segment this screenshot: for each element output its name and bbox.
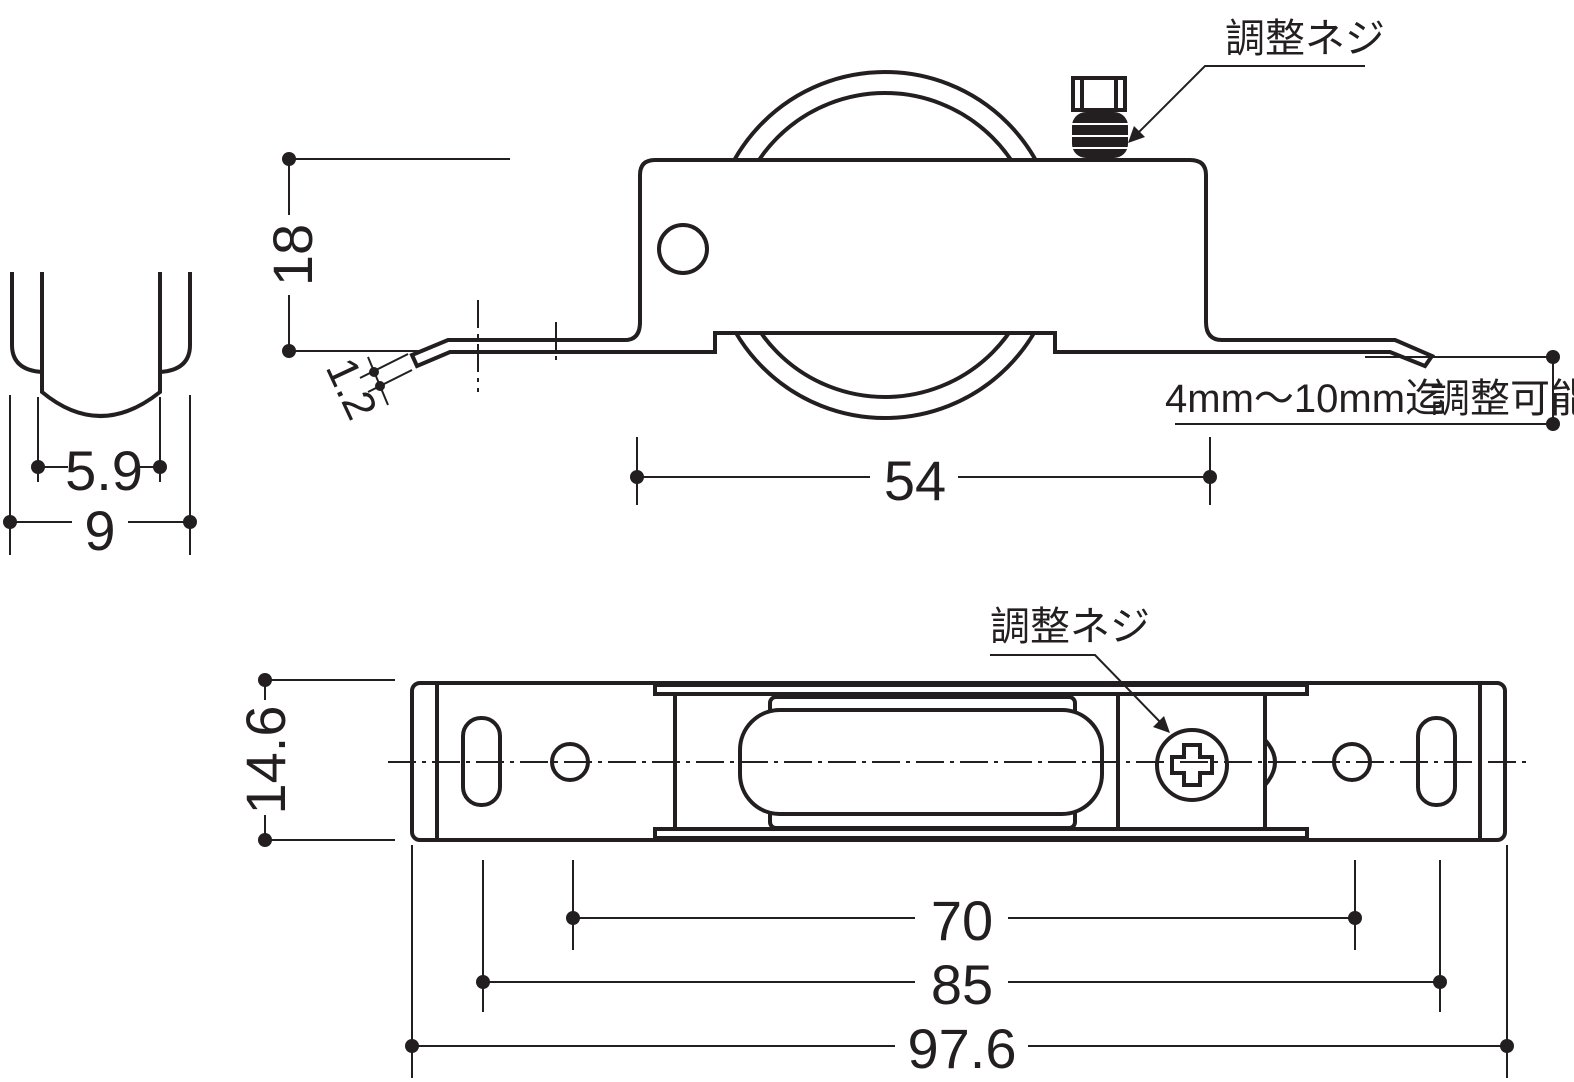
dim-height: 18 — [261, 224, 324, 286]
dim-hole-pitch: 70 — [931, 889, 993, 952]
mount-hole — [657, 223, 709, 275]
dim-inner-width: 5.9 — [65, 439, 143, 502]
adjust-screw — [1071, 76, 1128, 158]
adjust-screw-label-bottom: 調整ネジ — [990, 604, 1150, 650]
front-view: 18 1.2 54 4mm〜10mm迄 調整可能 調整ネジ — [261, 16, 1574, 512]
dim-overall-length: 97.6 — [908, 1017, 1017, 1080]
bracket — [409, 158, 1436, 369]
dim-slot-pitch: 85 — [931, 953, 993, 1016]
adjust-screw-head — [1155, 728, 1229, 802]
dim-hole-pitch-side: 54 — [884, 449, 946, 512]
dim-thickness: 1.2 — [316, 351, 386, 427]
top-view: 14.6 70 85 97.6 調整ネジ — [234, 604, 1530, 1080]
adjustable-text: 調整可能 — [1430, 376, 1574, 422]
adjust-screw-label-top: 調整ネジ — [1225, 16, 1385, 62]
adjust-range-text: 4mm〜10mm迄 — [1165, 377, 1445, 421]
dim-outer-width: 9 — [84, 499, 115, 562]
section-view: 5.9 9 — [3, 272, 197, 562]
dim-top-width: 14.6 — [234, 706, 297, 815]
